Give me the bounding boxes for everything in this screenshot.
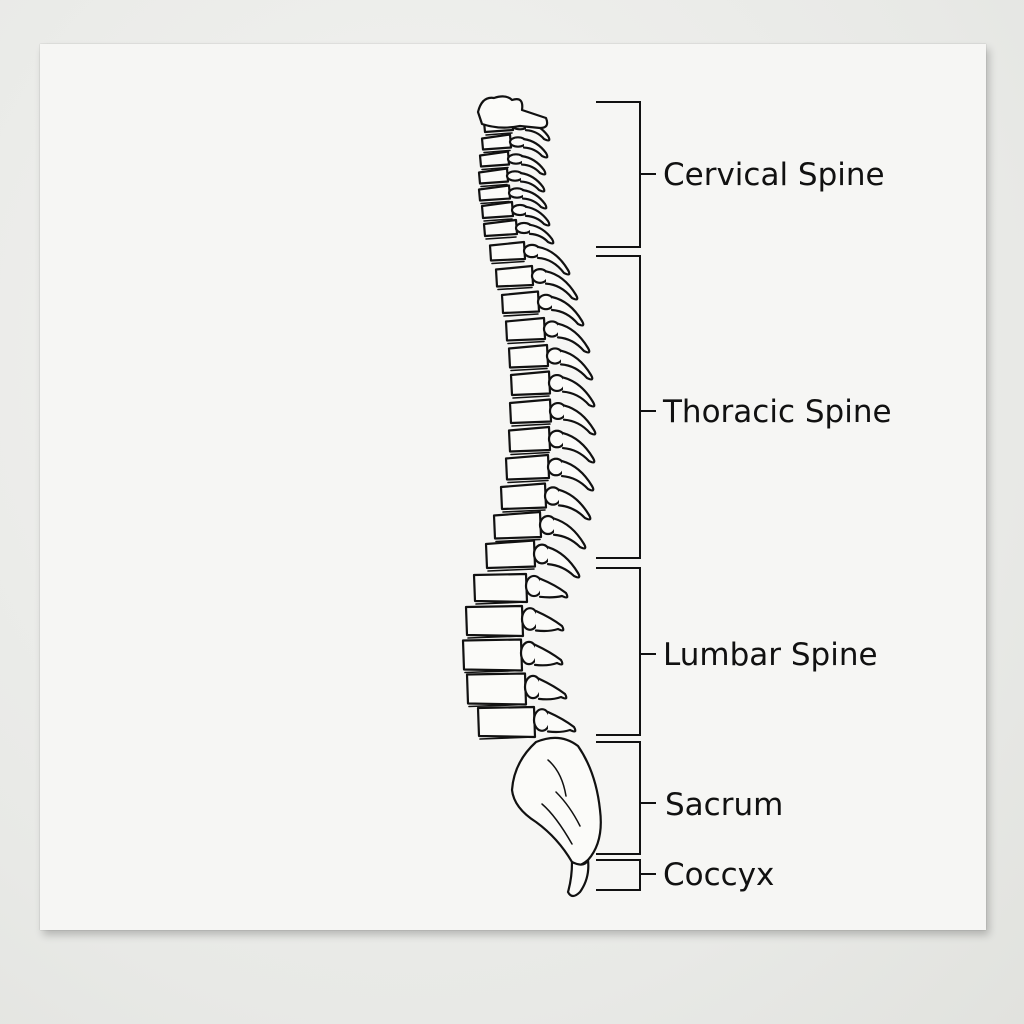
vertebra-cervical <box>480 133 549 159</box>
bracket-cervical <box>596 101 656 248</box>
vertebra-thoracic <box>504 453 595 492</box>
vertebra-cervical <box>477 167 546 193</box>
sacrum-bone <box>510 736 602 867</box>
label-sacrum: Sacrum <box>665 787 783 823</box>
vertebra-thoracic <box>492 510 587 550</box>
bracket-coccyx <box>596 859 656 891</box>
vertebra-lumbar <box>465 672 568 708</box>
spine-column <box>461 95 602 898</box>
vertebra-thoracic <box>507 425 596 464</box>
label-coccyx: Coccyx <box>663 857 774 893</box>
sacrum-detail <box>541 759 581 845</box>
bracket-sacrum <box>596 741 656 855</box>
vertebra-thoracic <box>508 398 597 436</box>
vertebra-thoracic <box>484 539 581 579</box>
vertebra-cervical <box>478 150 547 176</box>
coccyx-bone <box>566 858 590 898</box>
vertebra-thoracic <box>504 316 591 354</box>
bracket-lumbar <box>596 567 656 736</box>
vertebra-thoracic <box>500 290 585 327</box>
vertebra-lumbar <box>476 705 577 740</box>
label-cervical-spine: Cervical Spine <box>663 157 885 193</box>
atlas-vertebra <box>476 95 549 130</box>
label-lumbar-spine: Lumbar Spine <box>663 637 878 673</box>
vertebra-cervical <box>480 200 551 227</box>
vertebra-thoracic <box>509 370 596 408</box>
vertebra-thoracic <box>488 240 571 276</box>
vertebra-lumbar <box>464 604 565 639</box>
region-brackets <box>596 101 656 891</box>
vertebra-lumbar <box>472 572 569 605</box>
vertebra-thoracic <box>507 343 594 381</box>
vertebra-cervical <box>482 218 555 245</box>
vertebra-thoracic <box>499 482 592 521</box>
vertebra-thoracic <box>494 264 579 301</box>
label-thoracic-spine: Thoracic Spine <box>662 394 892 430</box>
bracket-thoracic <box>596 255 656 559</box>
vertebra-cervical <box>477 184 548 210</box>
vertebra-lumbar <box>461 638 564 674</box>
